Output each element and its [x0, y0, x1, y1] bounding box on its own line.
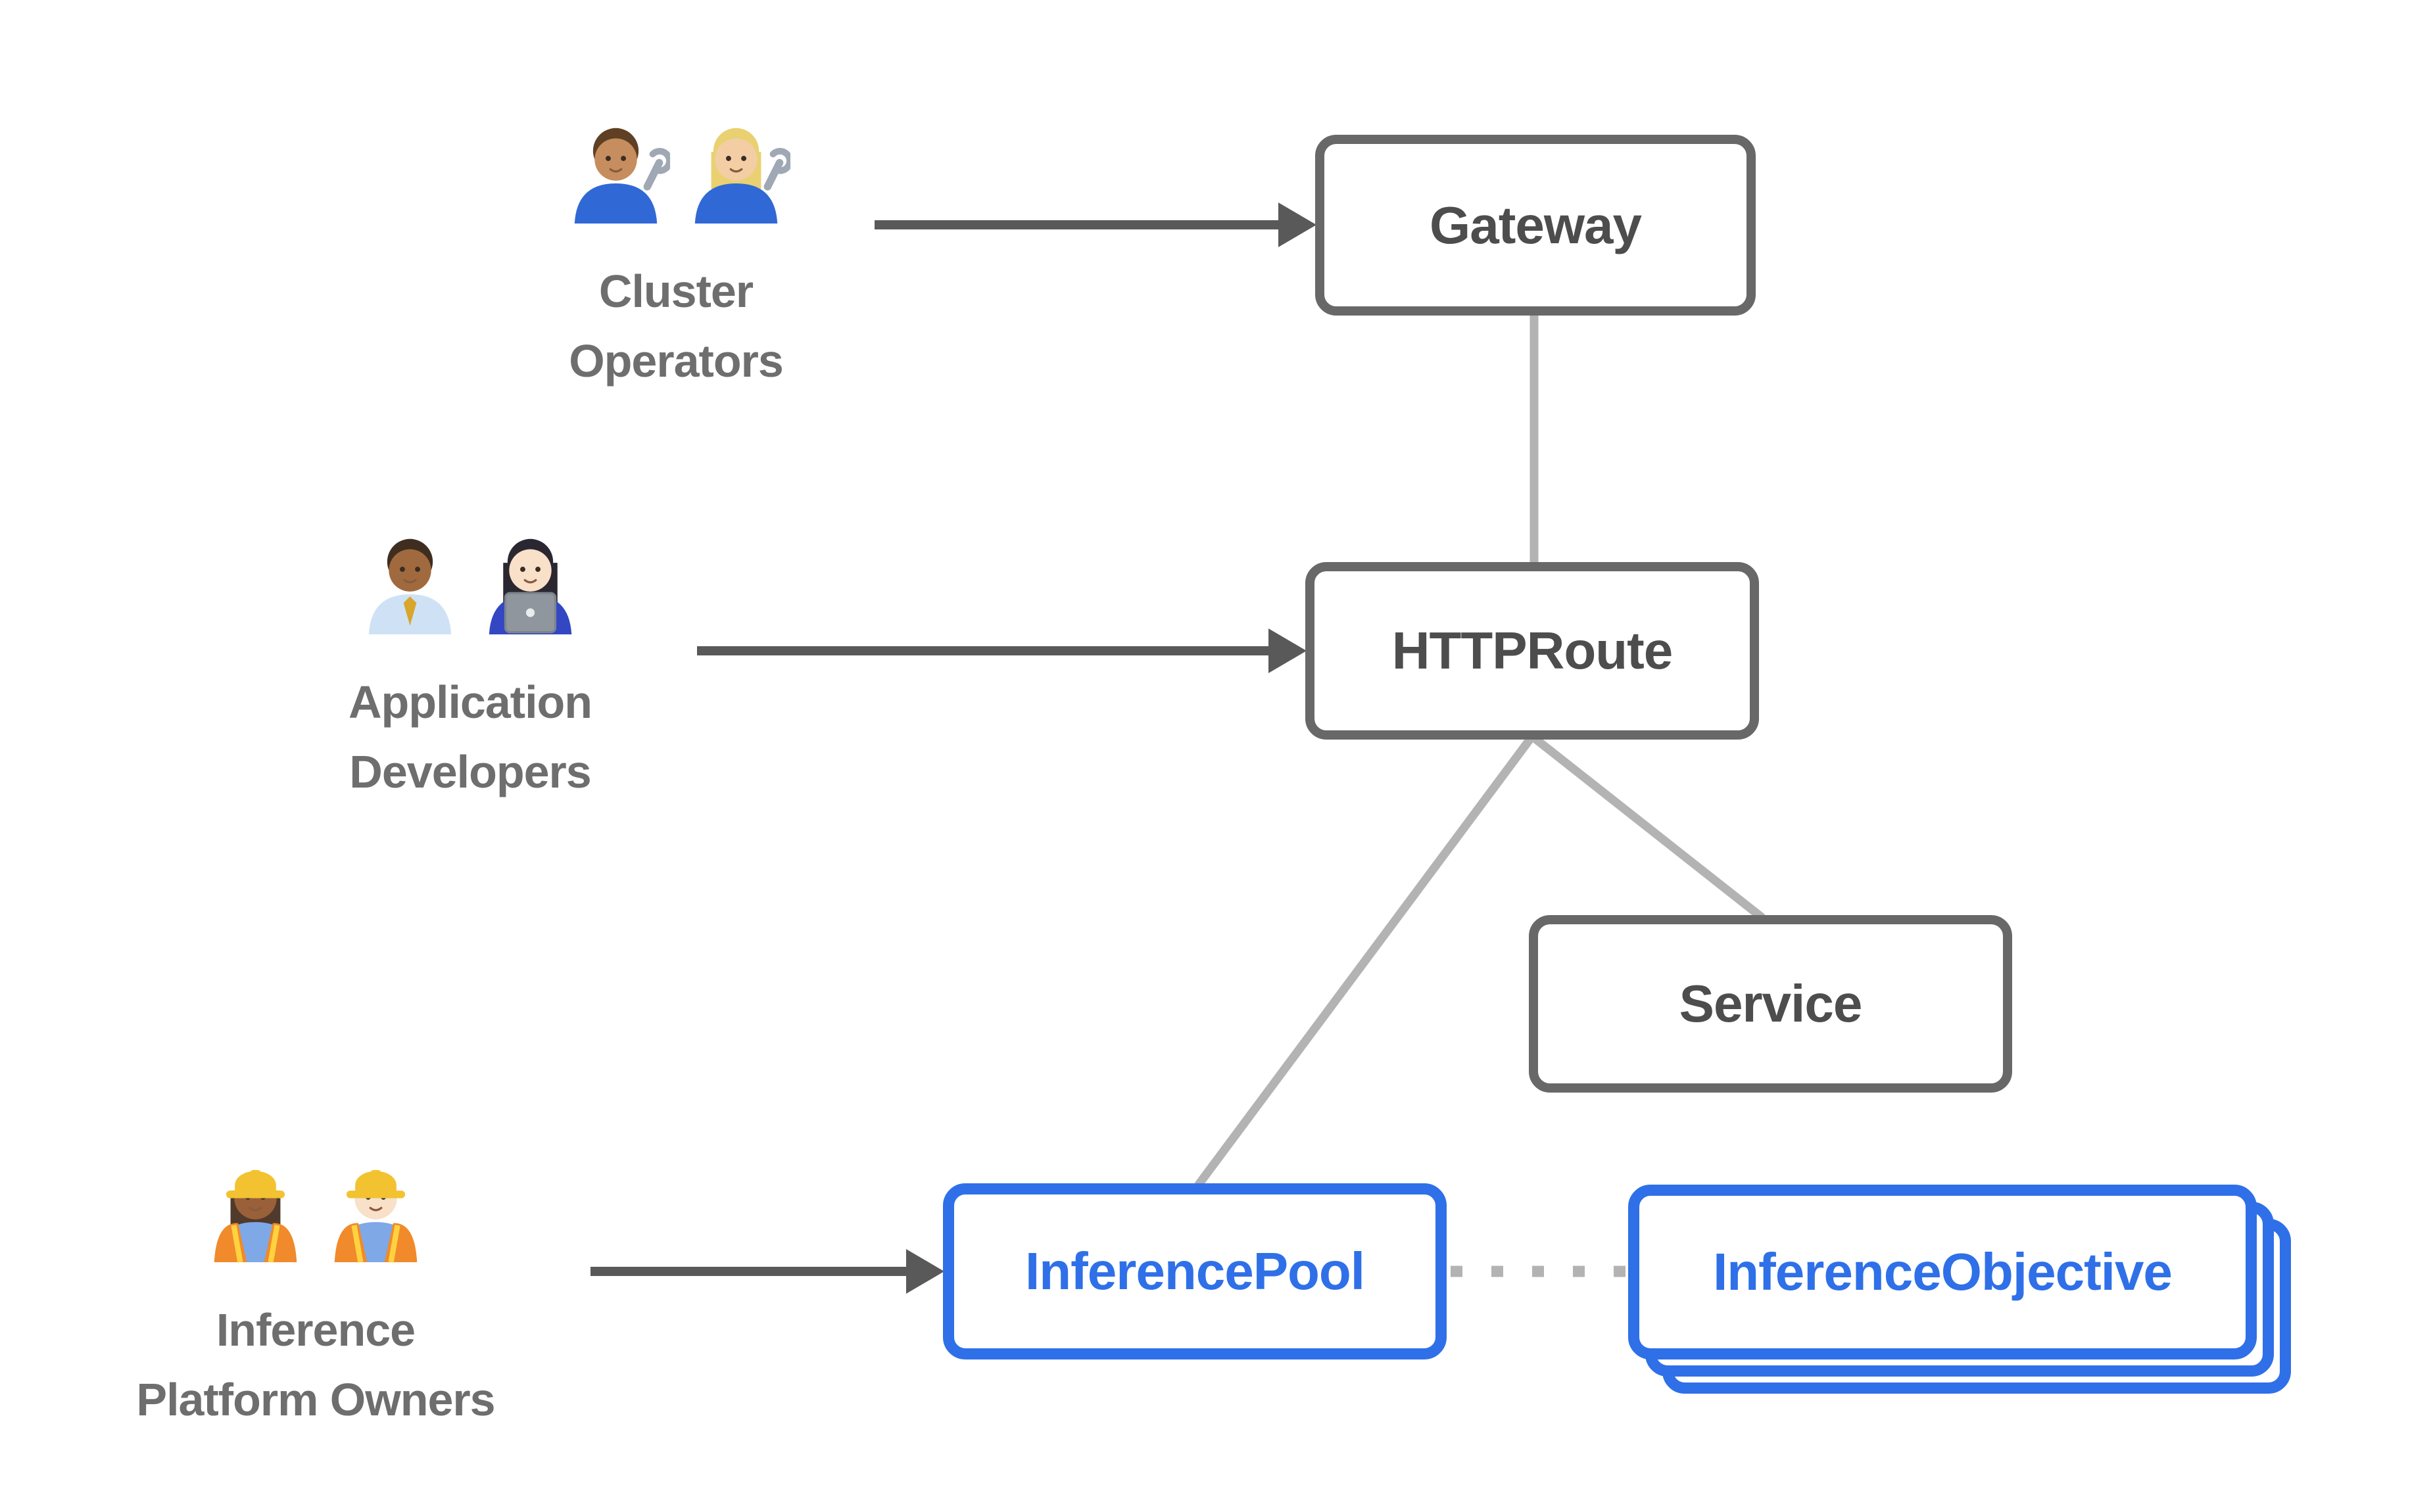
arrow-cluster-operators-to-gateway [875, 202, 1316, 247]
inferenceobjective-node: InferenceObjective [1628, 1185, 2257, 1359]
man-mechanic-icon [562, 108, 670, 230]
actor-application-developers: Application Developers [240, 519, 700, 807]
gateway-node: Gateway [1315, 135, 1756, 316]
application-developers-icons [356, 519, 585, 641]
woman-mechanic-icon [682, 108, 790, 230]
woman-construction-worker-icon [201, 1147, 310, 1269]
inferenceobjective-stack: InferenceObjective [1628, 1185, 2291, 1394]
gateway-label: Gateway [1429, 195, 1642, 254]
inference-platform-owners-icons [201, 1147, 430, 1269]
inferenceobjective-label: InferenceObjective [1713, 1242, 2173, 1301]
application-developers-label-line2: Developers [349, 746, 591, 797]
inference-platform-owners-label-line1: Inference [216, 1304, 416, 1356]
man-office-worker-icon [356, 519, 464, 641]
inferencepool-label: InferencePool [1024, 1242, 1365, 1300]
application-developers-label-line1: Application [348, 676, 592, 728]
cluster-operators-label-line2: Operators [569, 335, 784, 387]
edge-httproute-to-inferencepool [1194, 734, 1536, 1188]
application-developers-label: Application Developers [349, 667, 592, 807]
arrow-application-developers-to-httproute [697, 628, 1307, 673]
edge-httproute-to-service [1529, 732, 1766, 922]
service-label: Service [1679, 974, 1863, 1033]
arrow-inference-platform-owners-to-inferencepool [590, 1249, 944, 1294]
service-node: Service [1529, 915, 2012, 1093]
cluster-operators-label-line1: Cluster [598, 266, 754, 317]
cluster-operators-icons [562, 108, 790, 230]
actor-inference-platform-owners: Inference Platform Owners [85, 1147, 546, 1434]
httproute-label: HTTPRoute [1391, 621, 1674, 680]
httproute-node: HTTPRoute [1305, 562, 1759, 740]
cluster-operators-label: Cluster Operators [569, 256, 784, 396]
inference-platform-owners-label: Inference Platform Owners [136, 1295, 495, 1434]
man-construction-worker-icon [322, 1147, 430, 1269]
woman-technologist-icon [476, 519, 585, 641]
inference-platform-owners-label-line2: Platform Owners [136, 1374, 495, 1425]
inferencepool-node: InferencePool [943, 1183, 1447, 1359]
actor-cluster-operators: Cluster Operators [446, 108, 906, 396]
